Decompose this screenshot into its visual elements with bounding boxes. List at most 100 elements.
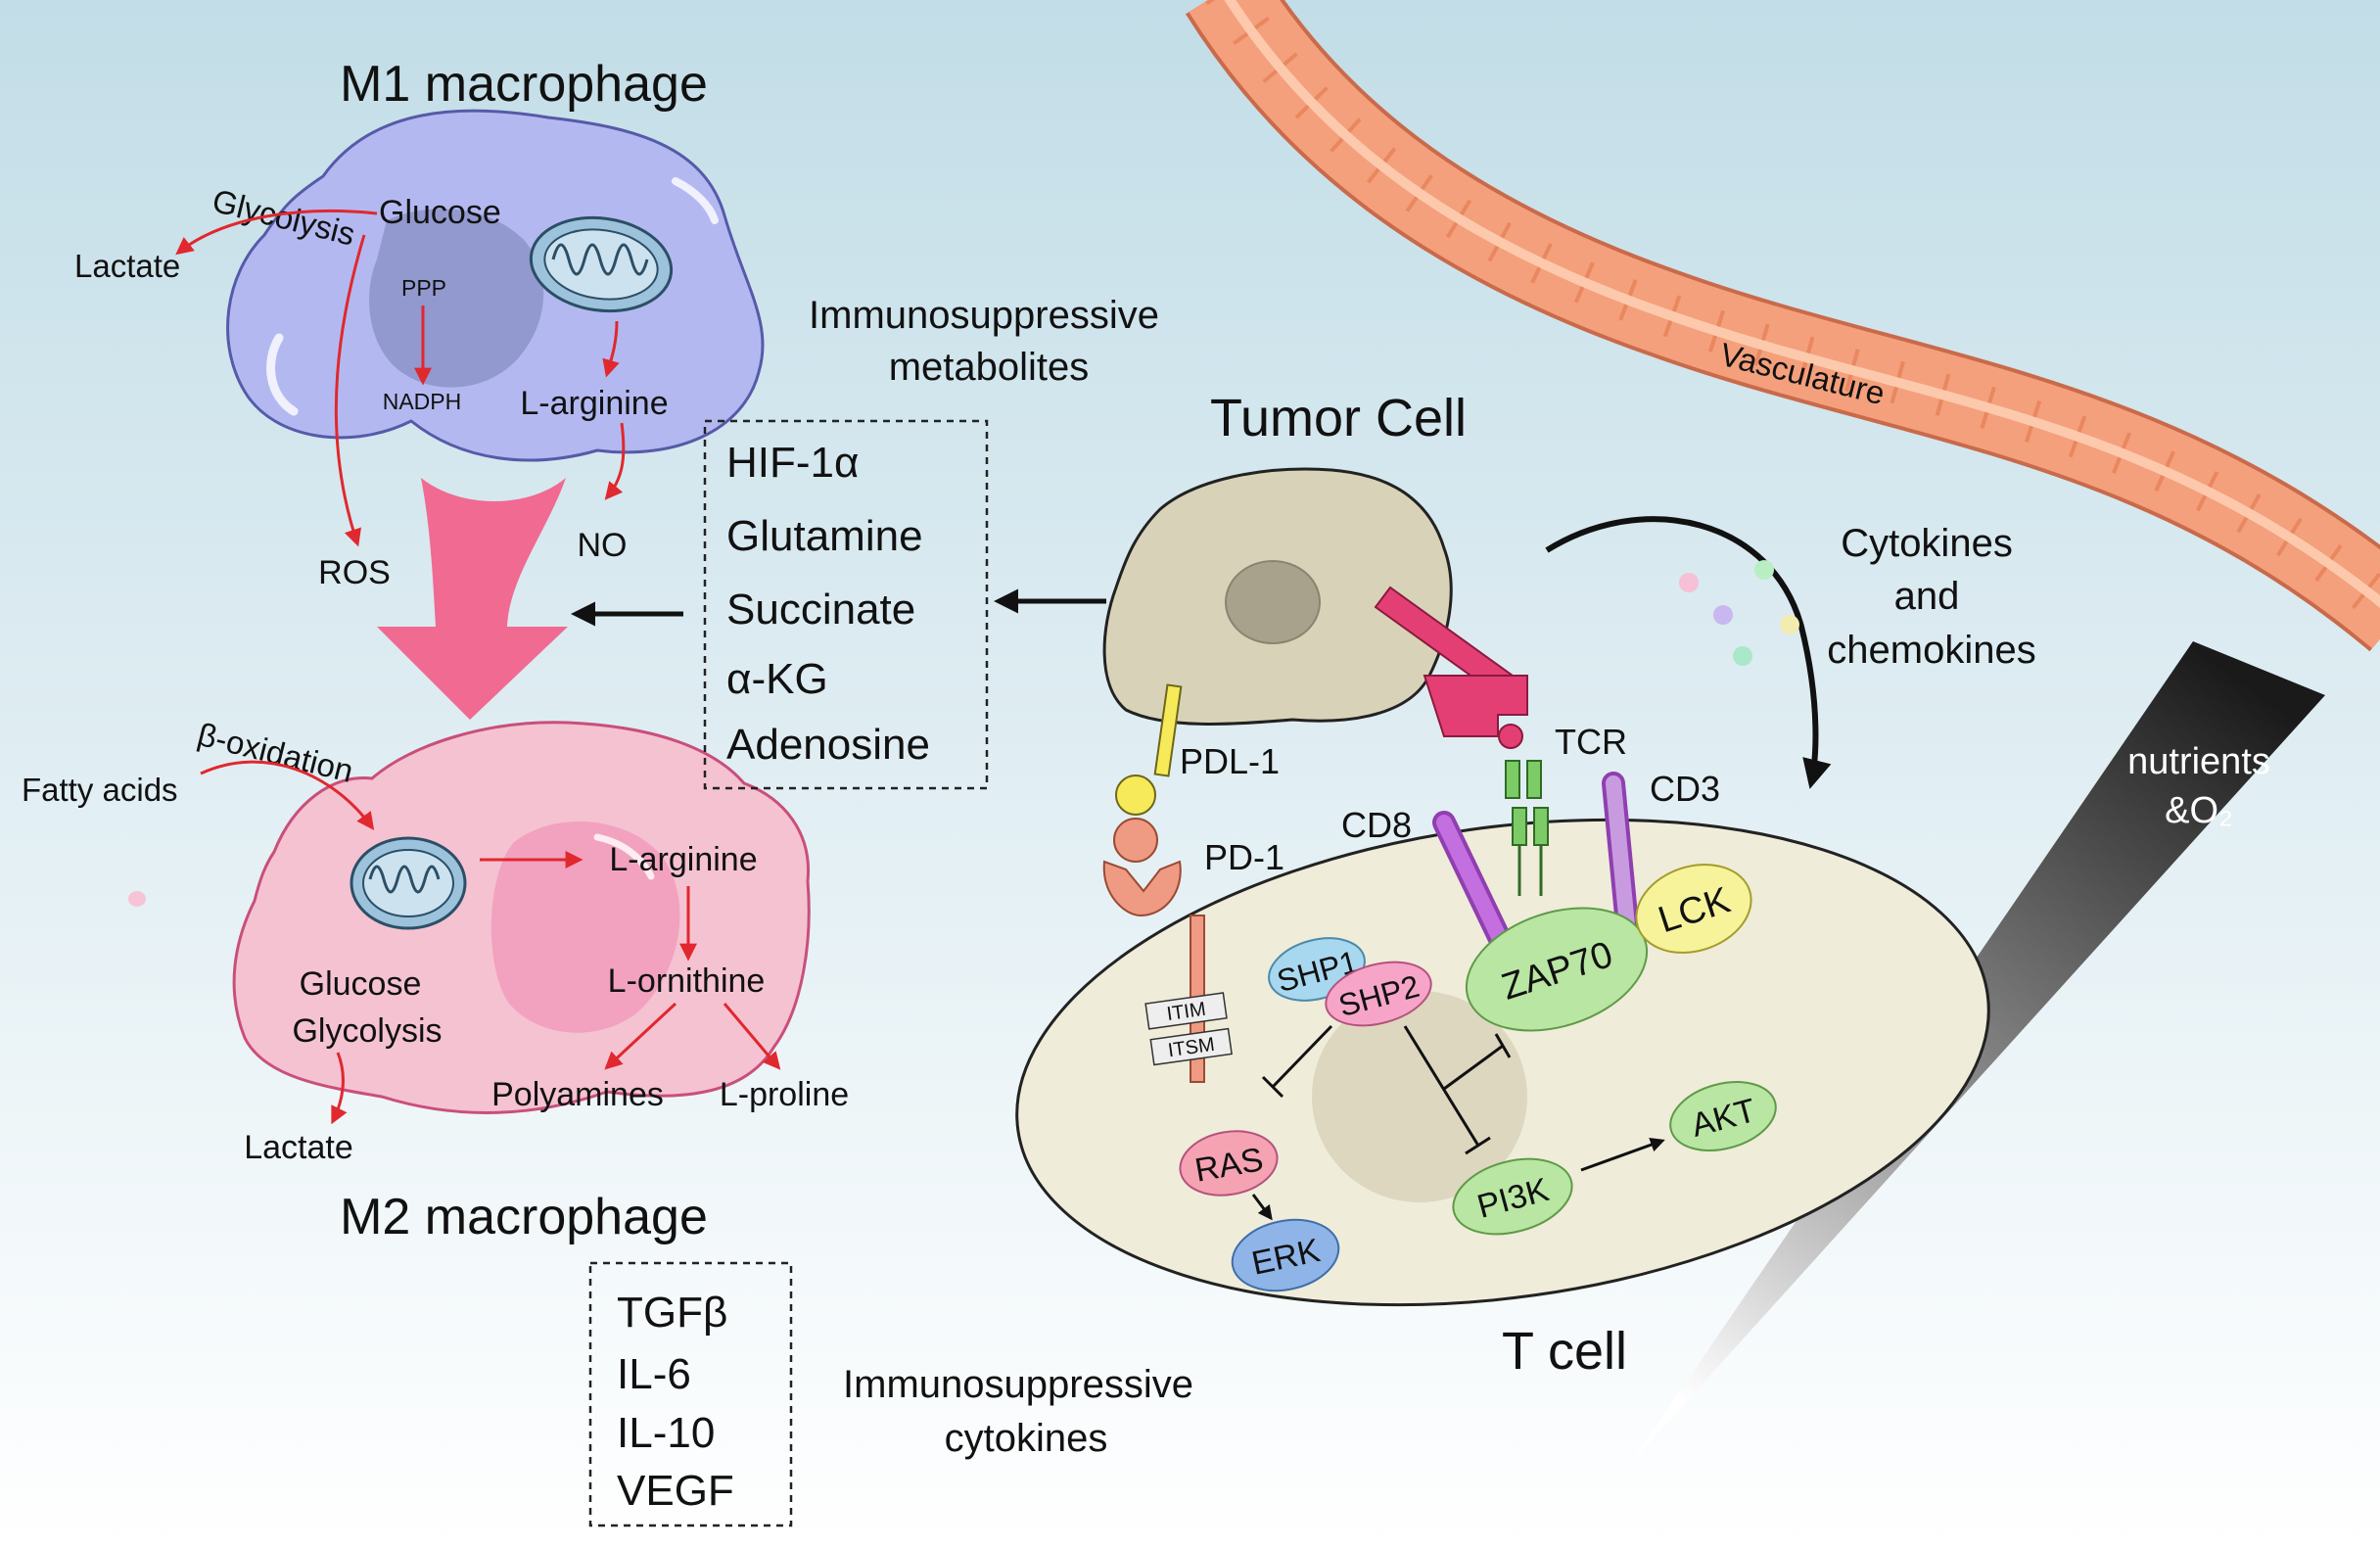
pd1-receptor — [1102, 860, 1182, 917]
pdl1-head — [1115, 774, 1156, 816]
vasculature: Vasculature — [1186, 0, 2380, 652]
metabolites-panel: Immunosuppressive metabolites HIF-1α Glu… — [703, 294, 1159, 790]
metabolite-item: Succinate — [726, 586, 915, 634]
m2-vesicle — [128, 891, 146, 907]
m2-title: M2 macrophage — [340, 1189, 708, 1245]
metabolite-item: Glutamine — [726, 512, 923, 560]
arrow-l-ornithine-to-polyamines — [604, 1002, 677, 1070]
metabolite-item: α-KG — [726, 655, 828, 703]
m2-macrophage: β-oxidation Fatty acids L-arginine L-orn… — [22, 716, 849, 1245]
signaling-edges — [1251, 1024, 1665, 1221]
m2-l-proline-label: L-proline — [720, 1076, 849, 1113]
pdl1-pd1-checkpoint: PDL-1 PD-1 ITIM ITSM — [1102, 683, 1284, 1083]
akt-node: AKT — [1669, 1081, 1777, 1151]
m2-fatty-acids-label: Fatty acids — [22, 772, 178, 808]
inhibit-shp2-to-zap70 — [1443, 1044, 1504, 1091]
tumor-cell-title: Tumor Cell — [1210, 389, 1467, 447]
cytokine-release-arrow — [1545, 516, 1832, 789]
arrow-pi3k-to-akt — [1580, 1138, 1665, 1172]
m2-lactate-label: Lactate — [244, 1129, 353, 1166]
m1-no-label: NO — [578, 527, 628, 564]
cytokines-chemokines: Cytokines and chemokines — [1545, 516, 2036, 789]
cd8-label: CD8 — [1341, 805, 1412, 845]
itim-box — [1144, 992, 1228, 1030]
m1-ros-label: ROS — [318, 554, 391, 591]
m1-ppp-label: PPP — [401, 275, 446, 301]
tumor-cell: Tumor Cell — [1102, 389, 1467, 726]
itsm-box — [1149, 1027, 1233, 1066]
m2-l-ornithine-label: L-ornithine — [608, 962, 766, 1000]
t-cell-title: T cell — [1502, 1322, 1627, 1381]
cytokine-item: TGFβ — [617, 1289, 727, 1337]
inhibit-shp2-to-pi3k — [1403, 1025, 1480, 1147]
signaling-molecules: SHP1 SHP2 ZAP70 LCK RAS ERK PI3K AKT — [1179, 864, 1777, 1292]
m2-nucleus — [490, 821, 680, 1033]
cytokine-dot — [1713, 605, 1733, 625]
cd3-receptor: CD3 — [1602, 769, 1720, 937]
erk-node: ERK — [1231, 1218, 1340, 1292]
tcr-label: TCR — [1555, 722, 1627, 762]
inhibit-bar — [1494, 1033, 1512, 1058]
m2-l-arginine-label: L-arginine — [609, 841, 757, 878]
arrow-glycolysis-to-lactate — [331, 1052, 348, 1125]
cytokine-dot — [1733, 646, 1752, 666]
ras-node: RAS — [1179, 1130, 1279, 1197]
cd8-receptor: CD8 — [1341, 805, 1515, 957]
cytokine-dot — [1679, 573, 1699, 592]
pdl1-label: PDL-1 — [1180, 741, 1280, 781]
arrow-l-ornithine-to-l-proline — [723, 1003, 781, 1070]
m2-polyamines-label: Polyamines — [491, 1076, 664, 1113]
metabolite-item: Adenosine — [726, 721, 930, 769]
pi3k-node: PI3K — [1452, 1157, 1573, 1236]
arrow-mito-to-l-arginine — [602, 320, 620, 378]
cytokines-heading-line2: cytokines — [945, 1417, 1108, 1460]
inhibit-bar — [1261, 1075, 1284, 1099]
chemo-label-line3: chemokines — [1827, 629, 2035, 672]
m1-nucleus — [369, 209, 544, 388]
metabolite-item: HIF-1α — [726, 439, 859, 487]
m1-mitochondrion — [529, 215, 674, 313]
cytokine-item: IL-10 — [617, 1409, 715, 1457]
cytokine-dot — [1780, 615, 1799, 634]
cytokine-dot — [1754, 560, 1774, 580]
m1-nadph-label: NADPH — [383, 389, 462, 414]
inhibit-shp2-to-ras — [1271, 1024, 1333, 1089]
cytokines-panel: TGFβ IL-6 IL-10 VEGF Immunosuppressive c… — [588, 1261, 1193, 1527]
m1-glucose-label: Glucose — [379, 194, 501, 231]
mhc-complex — [1374, 586, 1528, 749]
tumor-nucleus — [1225, 560, 1321, 644]
arrow-glucose-to-ros — [334, 234, 366, 547]
arrow-glucose-to-lactate — [175, 209, 378, 256]
m1-lactate-label: Lactate — [74, 248, 180, 284]
m1-macrophage: M1 macrophage Glycolysis Glucose Lactate… — [74, 56, 765, 591]
chemo-label-line2: and — [1894, 575, 1960, 618]
cd3-label: CD3 — [1650, 769, 1720, 809]
pd1-label: PD-1 — [1204, 837, 1284, 877]
cytokines-box — [588, 1261, 793, 1527]
cytokines-heading-line1: Immunosuppressive — [843, 1363, 1193, 1406]
arrow-l-arginine-to-no — [604, 422, 626, 500]
gradient-label-line1: nutrients — [2127, 741, 2270, 782]
pdl1-stalk — [1153, 683, 1183, 777]
metabolites-box — [703, 419, 989, 790]
gradient-label-line2: &O₂ — [2165, 790, 2233, 831]
cytokine-item: VEGF — [617, 1467, 734, 1515]
m1-title: M1 macrophage — [340, 56, 708, 113]
inhibit-bar — [1465, 1136, 1491, 1155]
m1-to-m2-transition-arrow — [377, 478, 568, 720]
m2-glucose-label: Glucose — [300, 965, 422, 1003]
m2-glycolysis-label: Glycolysis — [292, 1012, 442, 1050]
metabolites-heading-line2: metabolites — [889, 346, 1090, 389]
lck-node: LCK — [1635, 864, 1752, 954]
cytokine-item: IL-6 — [617, 1350, 691, 1398]
m2-mitochondrion — [350, 836, 467, 930]
pd1-head — [1113, 818, 1158, 863]
tcr-receptor: TCR — [1505, 722, 1627, 896]
m1-l-arginine-label: L-arginine — [520, 385, 668, 422]
shp2-node: SHP2 — [1325, 961, 1432, 1027]
arrow-fatty-acids-to-mito — [200, 760, 375, 830]
zap70-node: ZAP70 — [1465, 907, 1649, 1032]
chemo-label-line1: Cytokines — [1841, 522, 2013, 565]
arrow-ras-to-erk — [1251, 1194, 1273, 1221]
